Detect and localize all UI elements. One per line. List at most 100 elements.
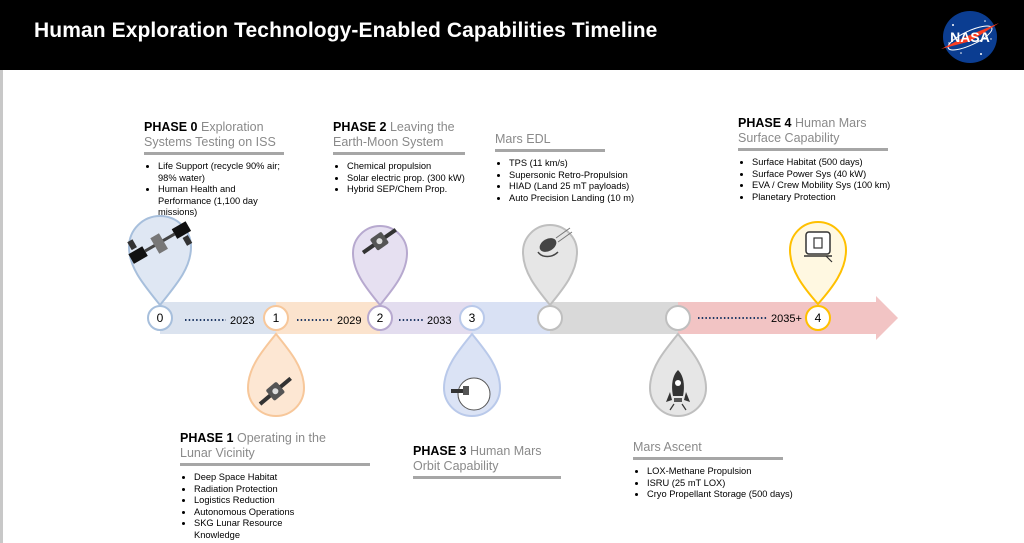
list-item: ISRU (25 mT LOX): [647, 478, 803, 490]
pin-phase0: [127, 215, 193, 307]
node-label-1: 1: [273, 311, 280, 325]
list-item: HIAD (Land 25 mT payloads): [509, 181, 647, 193]
bar-segment-1: [276, 302, 380, 334]
mars-orbiter-icon: [451, 377, 491, 411]
phase1-title: Operating in the Lunar Vicinity: [180, 431, 326, 460]
ascent-block: Mars Ascent LOX-Methane Propulsion ISRU …: [633, 440, 803, 501]
phase0-list: Life Support (recycle 90% air; 98% water…: [144, 161, 284, 219]
edl-list: TPS (11 km/s) Supersonic Retro-Propulsio…: [495, 158, 647, 204]
list-item: Human Health and Performance (1,100 day …: [158, 184, 284, 219]
pin-phase1: [246, 332, 306, 417]
ascent-rule: [633, 457, 783, 460]
year-label-2029: 2029: [337, 315, 361, 327]
entry-capsule-icon: [537, 227, 573, 258]
timeline-node-ascent: [665, 305, 691, 331]
phase0-rule: [144, 152, 284, 155]
phase4-heading: PHASE 4 Human Mars Surface Capability: [738, 116, 888, 146]
list-item: Hybrid SEP/Chem Prop.: [347, 184, 465, 196]
title-bar: Human Exploration Technology-Enabled Cap…: [0, 0, 1024, 70]
bar-segment-2: [380, 302, 472, 334]
timeline-node-3: 3: [459, 305, 485, 331]
node-label-0: 0: [157, 311, 164, 325]
bar-segment-4: [550, 302, 678, 334]
list-item: EVA / Crew Mobility Sys (100 km): [752, 180, 898, 192]
pin-phase3: [442, 332, 502, 417]
list-item: Chemical propulsion: [347, 161, 465, 173]
dotted-connectors: [185, 317, 767, 321]
phase3-title: Human Mars Orbit Capability: [413, 444, 542, 473]
list-item: Autonomous Operations: [194, 507, 370, 519]
nasa-logo-text: NASA: [950, 29, 990, 45]
list-item: LOX-Methane Propulsion: [647, 466, 803, 478]
list-item: TPS (11 km/s): [509, 158, 647, 170]
node-label-4: 4: [815, 311, 822, 325]
pin-phase2: [351, 225, 409, 307]
phase4-block: PHASE 4 Human Mars Surface Capability Su…: [738, 116, 898, 203]
pin-ascent: [648, 332, 708, 417]
phase2-block: PHASE 2 Leaving the Earth-Moon System Ch…: [333, 120, 465, 196]
left-edge-border: [0, 70, 3, 543]
node-label-2: 2: [377, 311, 384, 325]
year-label-2023: 2023: [230, 315, 254, 327]
phase4-label: PHASE 4: [738, 116, 792, 130]
phase1-label: PHASE 1: [180, 431, 234, 445]
phase3-heading: PHASE 3 Human Mars Orbit Capability: [413, 444, 561, 474]
phase4-title: Human Mars Surface Capability: [738, 116, 867, 145]
bar-segment-5: [678, 302, 878, 334]
phase4-list: Surface Habitat (500 days) Surface Power…: [738, 157, 898, 203]
phase0-heading: PHASE 0 Exploration Systems Testing on I…: [144, 120, 284, 150]
nasa-logo: NASA: [941, 11, 999, 63]
list-item: Supersonic Retro-Propulsion: [509, 170, 647, 182]
phase1-heading: PHASE 1 Operating in the Lunar Vicinity: [180, 431, 340, 461]
year-label-2033: 2033: [427, 315, 451, 327]
ascent-list: LOX-Methane Propulsion ISRU (25 mT LOX) …: [633, 466, 803, 501]
phase0-title: Exploration Systems Testing on ISS: [144, 120, 276, 149]
bar-segment-0: [160, 302, 276, 334]
timeline-arrow-head: [876, 296, 898, 340]
list-item: Radiation Protection: [194, 484, 370, 496]
phase1-list: Deep Space Habitat Radiation Protection …: [180, 472, 370, 542]
node-label-3: 3: [469, 311, 476, 325]
spacecraft-icon: [258, 376, 292, 406]
iss-icon: [127, 221, 193, 264]
list-item: Planetary Protection: [752, 192, 898, 204]
ascent-vehicle-icon: [666, 370, 690, 411]
phase3-block: PHASE 3 Human Mars Orbit Capability: [413, 444, 561, 479]
phase3-label: PHASE 3: [413, 444, 467, 458]
phase1-block: PHASE 1 Operating in the Lunar Vicinity …: [180, 431, 370, 542]
list-item: Deep Space Habitat: [194, 472, 370, 484]
list-item: Solar electric prop. (300 kW): [347, 173, 465, 185]
page-title: Human Exploration Technology-Enabled Cap…: [34, 19, 658, 42]
phase2-heading: PHASE 2 Leaving the Earth-Moon System: [333, 120, 465, 150]
timeline-node-0: 0: [147, 305, 173, 331]
list-item: Auto Precision Landing (10 m): [509, 193, 647, 205]
timeline-node-2: 2: [367, 305, 393, 331]
phase4-rule: [738, 148, 888, 151]
timeline-node-edl: [537, 305, 563, 331]
phase2-rule: [333, 152, 465, 155]
timeline-node-4: 4: [805, 305, 831, 331]
phase2-label: PHASE 2: [333, 120, 387, 134]
phase1-rule: [180, 463, 370, 466]
phase2-title: Leaving the Earth-Moon System: [333, 120, 455, 149]
phase0-label: PHASE 0: [144, 120, 198, 134]
spacecraft-icon: [361, 228, 397, 255]
year-label-2035: 2035+: [771, 313, 802, 325]
phase0-block: PHASE 0 Exploration Systems Testing on I…: [144, 120, 284, 219]
edl-title: Mars EDL: [495, 132, 551, 146]
edl-block: Mars EDL TPS (11 km/s) Supersonic Retro-…: [495, 132, 647, 204]
pin-edl: [521, 224, 579, 307]
phase3-rule: [413, 476, 561, 479]
timeline-node-1: 1: [263, 305, 289, 331]
list-item: Surface Power Sys (40 kW): [752, 169, 898, 181]
phase2-list: Chemical propulsion Solar electric prop.…: [333, 161, 465, 196]
list-item: SKG Lunar Resource Knowledge: [194, 518, 304, 541]
list-item: Life Support (recycle 90% air; 98% water…: [158, 161, 284, 184]
edl-rule: [495, 149, 605, 152]
pin-phase4: [788, 221, 848, 306]
ascent-title: Mars Ascent: [633, 440, 702, 454]
list-item: Logistics Reduction: [194, 495, 370, 507]
list-item: Cryo Propellant Storage (500 days): [647, 489, 803, 501]
surface-habitat-icon: [804, 231, 833, 263]
